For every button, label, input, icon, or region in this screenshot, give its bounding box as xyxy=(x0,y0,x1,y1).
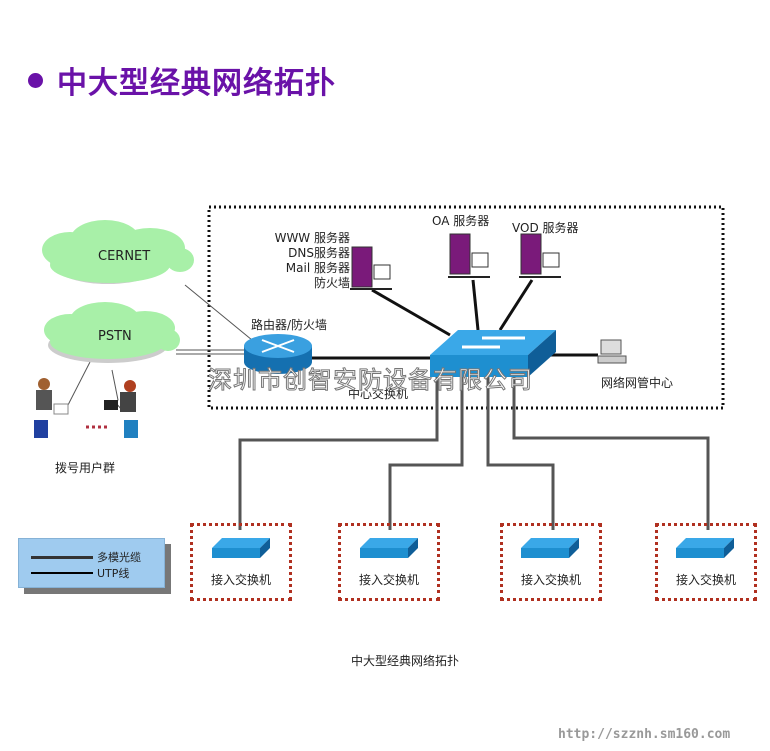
bullet-icon xyxy=(28,72,43,88)
cloud-cernet-label: CERNET xyxy=(98,249,151,264)
dialup-user-icon xyxy=(34,378,69,438)
figure-caption: 中大型经典网络拓扑 xyxy=(351,654,460,668)
source-url: http://szznh.sm160.com xyxy=(558,727,731,742)
fiber-line-swatch xyxy=(31,555,93,559)
utp-line-swatch xyxy=(31,572,93,574)
cloud-pstn-label: PSTN xyxy=(98,329,132,344)
downlink-2 xyxy=(388,375,464,530)
legend-fiber: 多模光缆 xyxy=(31,549,141,565)
server-oa-icon xyxy=(448,233,490,278)
cloud-pstn xyxy=(44,302,180,363)
watermark-text: 深圳市创智安防设备有限公司 xyxy=(208,366,533,395)
router-label: 路由器/防火墙 xyxy=(251,318,328,332)
link-server1-core xyxy=(371,288,451,337)
server-vod-label: VOD 服务器 xyxy=(512,221,579,235)
link-oa-core xyxy=(471,279,480,331)
core-switch-icon xyxy=(430,330,556,377)
link-vod-core xyxy=(498,279,534,331)
access-switch-icon xyxy=(360,538,418,558)
access-switch-icon xyxy=(212,538,270,558)
legend-utp: UTP线 xyxy=(31,565,129,581)
router-icon xyxy=(244,334,312,374)
link-pstn-user1 xyxy=(67,361,91,406)
access-switch-box-3: 接入交换机 xyxy=(500,523,602,601)
access-switch-box-1: 接入交换机 xyxy=(190,523,292,601)
access-switch-box-4: 接入交换机 xyxy=(655,523,757,601)
downlink-3 xyxy=(486,375,555,530)
access-switch-box-2: 接入交换机 xyxy=(338,523,440,601)
server-vod-icon xyxy=(519,233,561,278)
core-zone-boundary xyxy=(207,205,725,410)
dialup-label: 拨号用户群 xyxy=(55,461,116,475)
legend: 多模光缆 UTP线 xyxy=(18,538,165,588)
cloud-cernet xyxy=(42,220,194,284)
access-switch-icons xyxy=(212,538,734,558)
server-group1-labels: WWW 服务器 DNS服务器 Mail 服务器 防火墙 xyxy=(274,231,350,290)
downlink-1 xyxy=(238,375,439,530)
nms-computer-icon xyxy=(597,339,627,364)
link-cernet-router xyxy=(184,284,253,341)
downlink-4 xyxy=(512,375,710,530)
dialup-user-icon-2 xyxy=(104,380,138,438)
core-switch-label: 中心交换机 xyxy=(348,387,409,401)
nms-label: 网络网管中心 xyxy=(601,376,674,390)
access-switch-icon xyxy=(676,538,734,558)
server-oa-label: OA 服务器 xyxy=(432,214,490,228)
access-switch-icon xyxy=(521,538,579,558)
server-www-icon xyxy=(350,246,392,290)
page-title: 中大型经典网络拓扑 xyxy=(28,58,336,102)
